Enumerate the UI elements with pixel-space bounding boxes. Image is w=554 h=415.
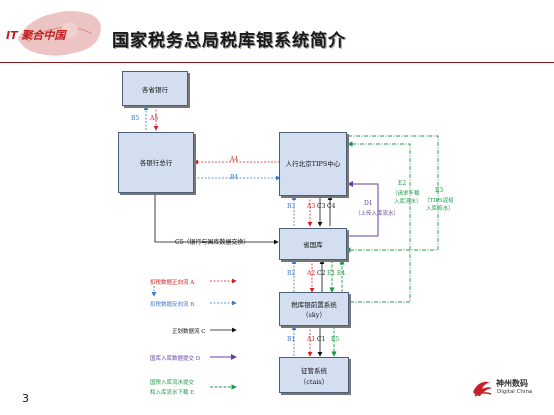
brand-name-en: Digital China [497, 389, 533, 395]
label-B1: B1 [287, 336, 296, 343]
legend-b-label: 扣税数据反向流 B [150, 302, 195, 308]
box-provincial-treasury-label: 省国库 [303, 241, 323, 249]
box-front-system-sub: （sky） [302, 311, 326, 319]
legend-e-label-2: 和入库流水下载 E [150, 390, 195, 396]
box-provincial-banks-label: 各省银行 [142, 86, 168, 94]
box-provincial-banks: 各省银行 [122, 71, 188, 106]
edge-C5 [154, 193, 279, 245]
label-E4: E4 [337, 270, 346, 277]
label-E2-desc1: （请求下载 [392, 191, 420, 197]
label-D1: D1 [364, 200, 373, 207]
label-E2-desc2: 入库流水） [394, 199, 422, 205]
page-title: 国家税务总局税库银系统简介 [112, 31, 346, 51]
box-collection-system-label: 征管系统 [301, 367, 327, 375]
box-tips-center-label: 人行北京TIPS中心 [285, 160, 341, 168]
box-bank-hq-label: 各银行总行 [139, 159, 173, 167]
label-B4: B4 [230, 174, 239, 181]
title-divider [0, 62, 554, 63]
label-E2: E2 [398, 180, 407, 187]
box-front-system-label: 税库银前置系统 [291, 301, 337, 309]
label-C4: C4 [327, 203, 336, 210]
box-tips-center: 人行北京TIPS中心 [279, 132, 347, 196]
edge-D1 [346, 181, 379, 237]
label-E5: E5 [331, 336, 340, 343]
label-E3: E3 [435, 187, 444, 194]
label-A4: A4 [230, 156, 239, 163]
page-number: 3 [22, 392, 29, 405]
label-A3: A3 [307, 203, 316, 210]
box-provincial-treasury: 省国库 [279, 228, 347, 260]
digital-china-logo-icon [470, 378, 494, 400]
page-title-shadow: 国家税务总局税库银系统简介 [113, 32, 347, 52]
label-C3: C3 [317, 203, 326, 210]
legend-a-label: 扣税数据正向流 A [150, 280, 195, 286]
china-map-logo-icon [18, 11, 101, 56]
edge-E3 [345, 135, 439, 253]
label-B5: B5 [131, 115, 140, 122]
brand-name-cn: 神州数码 [496, 379, 528, 388]
label-C2: C2 [317, 270, 326, 277]
label-C5: C5（银行与国库数据交换） [175, 239, 250, 246]
label-A1: A1 [307, 336, 316, 343]
logo-text: IT 聚合中国 [6, 29, 66, 42]
label-A5: A5 [150, 115, 159, 122]
legend-e-label-1: 国税入库流水提交 [150, 380, 195, 386]
box-bank-hq: 各银行总行 [118, 132, 194, 193]
legend-c-label: 正划数据流 C [172, 329, 206, 335]
label-B2: B2 [287, 270, 296, 277]
label-E1: E1 [327, 270, 336, 277]
label-E3-desc2: 入库流水） [426, 206, 454, 212]
label-B3: B3 [287, 203, 296, 210]
label-A2: A2 [307, 270, 316, 277]
box-collection-system-sub: （ctais） [299, 378, 329, 386]
label-E3-desc1: （TIPS返给 [424, 198, 454, 204]
legend-d-label: 国库入库数据提交 D [150, 356, 201, 362]
box-front-system: 税库银前置系统 （sky） [279, 292, 349, 326]
box-collection-system: 征管系统 （ctais） [279, 357, 349, 393]
label-D1-desc: （上传入库流水） [355, 211, 400, 217]
label-C1: C1 [317, 336, 326, 343]
header-logo: IT 聚合中国 [0, 0, 112, 60]
edge-E2 [347, 141, 411, 303]
